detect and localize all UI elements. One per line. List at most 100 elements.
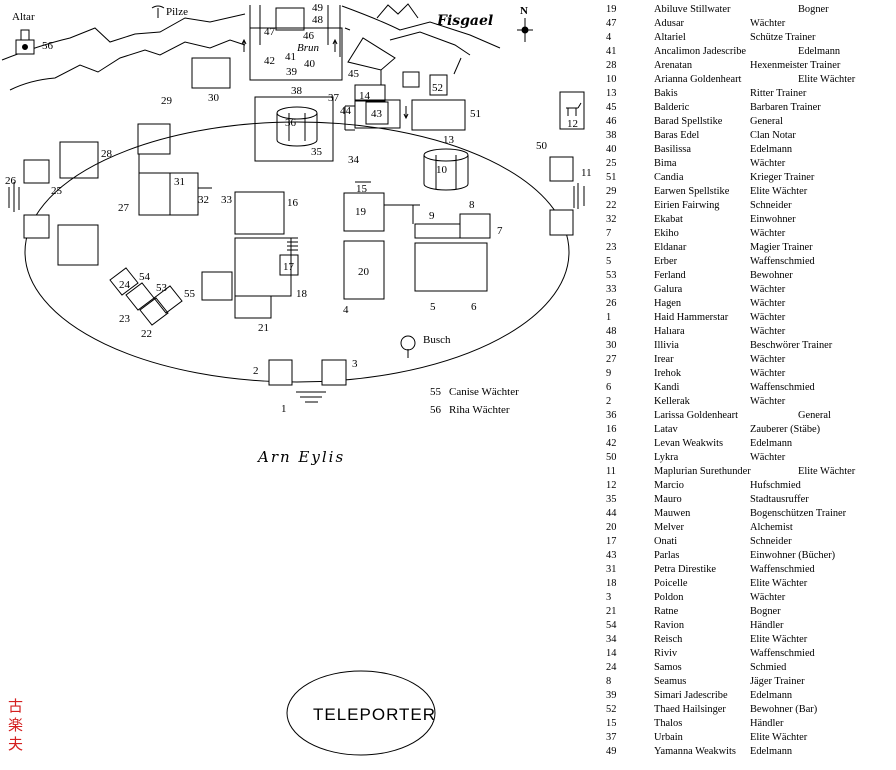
map-number-17: 17 (283, 261, 295, 273)
south-gate-tower-east (321, 359, 347, 386)
map-number-13: 13 (443, 134, 455, 146)
map-number-36: 36 (285, 117, 297, 129)
legend-number: 49 (606, 746, 617, 757)
map-number-32: 32 (198, 194, 209, 206)
legend-role: Edelmann (750, 690, 793, 701)
legend-role: Wächter (750, 312, 786, 323)
legend-number: 27 (606, 354, 617, 365)
legend-number: 48 (606, 326, 617, 337)
building-25 (57, 224, 99, 266)
legend-role: Händler (750, 718, 784, 729)
map-number-30: 30 (208, 92, 220, 104)
legend-role: Schütze Trainer (750, 32, 816, 43)
building-17 (279, 254, 299, 276)
north-path-west (1, 13, 246, 61)
brun-label: Brun (297, 42, 320, 54)
map-number-52: 52 (432, 82, 443, 94)
building-24 (109, 267, 139, 296)
legend-role: Hexenmeister Trainer (750, 60, 841, 71)
legend-name: Kandi (654, 382, 680, 393)
legend-role: Wächter (750, 368, 786, 379)
legend-name: Ferland (654, 270, 686, 281)
legend-role: Clan Notar (750, 130, 796, 141)
building-small (402, 71, 420, 88)
note-56-text: Riha Wächter (449, 404, 510, 416)
legend-name: Illivia (654, 340, 679, 351)
map-number-18: 18 (296, 288, 308, 300)
stairs-17 (287, 237, 298, 251)
legend-number: 26 (606, 298, 617, 309)
legend-role: Elite Wächter (798, 74, 856, 85)
legend-role: Wächter (750, 592, 786, 603)
legend-number: 25 (606, 158, 617, 169)
legend-name: Eldanar (654, 242, 687, 253)
tower-36-sides (276, 113, 318, 140)
south-gate-tower-west (268, 359, 293, 386)
note-56-number: 56 (430, 404, 442, 416)
legend-role: Wächter (750, 452, 786, 463)
legend-role: Waffenschmied (750, 256, 815, 267)
building-31 (169, 172, 199, 216)
legend-role: Wächter (750, 298, 786, 309)
map-number-10: 10 (436, 164, 448, 176)
legend-number: 31 (606, 564, 617, 575)
town-map: 1 2 3 4 5 6 7 8 9 10 11 12 13 14 15 16 1… (1, 2, 592, 756)
tower-10-lines (435, 155, 457, 189)
map-number-35: 35 (311, 146, 323, 158)
legend-role: Ritter Trainer (750, 88, 807, 99)
map-number-51: 51 (470, 108, 481, 120)
altar-icon (22, 44, 28, 50)
legend-name: Hagen (654, 298, 682, 309)
legend-number: 47 (606, 18, 617, 29)
altar-label: Altar (12, 11, 35, 23)
west-gate-bars (8, 182, 20, 212)
map-number-34: 34 (348, 154, 360, 166)
legend-role: Elite Wächter (798, 466, 856, 477)
bush-icon (400, 335, 416, 351)
map-number-39: 39 (286, 66, 298, 78)
legend-name: Irehok (654, 368, 682, 379)
legend-role: Jäger Trainer (750, 676, 805, 687)
north-path-east (341, 5, 501, 49)
legend-name: Larissa Goldenheart (654, 410, 738, 421)
legend-number: 8 (606, 676, 612, 687)
legend-role: Stadtausruffer (750, 494, 809, 505)
note-55-number: 55 (430, 386, 442, 398)
legend-number: 15 (606, 718, 617, 729)
legend-number: 9 (606, 368, 612, 379)
legend-name: Erber (654, 256, 678, 267)
legend-role: Bewohner (Bar) (750, 704, 818, 715)
legend-name: Thaed Hailsinger (654, 704, 726, 715)
east-gate-tower-south (549, 209, 574, 236)
building-9 (414, 223, 461, 239)
legend-role: Wächter (750, 326, 786, 337)
building-44 (354, 99, 401, 129)
legend-name: Mauwen (654, 508, 691, 519)
legend-name: Kellerak (654, 396, 690, 407)
compass-icon (521, 26, 529, 34)
legend-name: Mauro (654, 494, 682, 505)
map-number-20: 20 (358, 266, 370, 278)
legend-number: 36 (606, 410, 617, 421)
legend-number: 11 (606, 466, 617, 477)
pilze-label: Pilze (166, 6, 188, 18)
legend-number: 19 (606, 4, 617, 15)
tower-36-lines (288, 113, 306, 141)
